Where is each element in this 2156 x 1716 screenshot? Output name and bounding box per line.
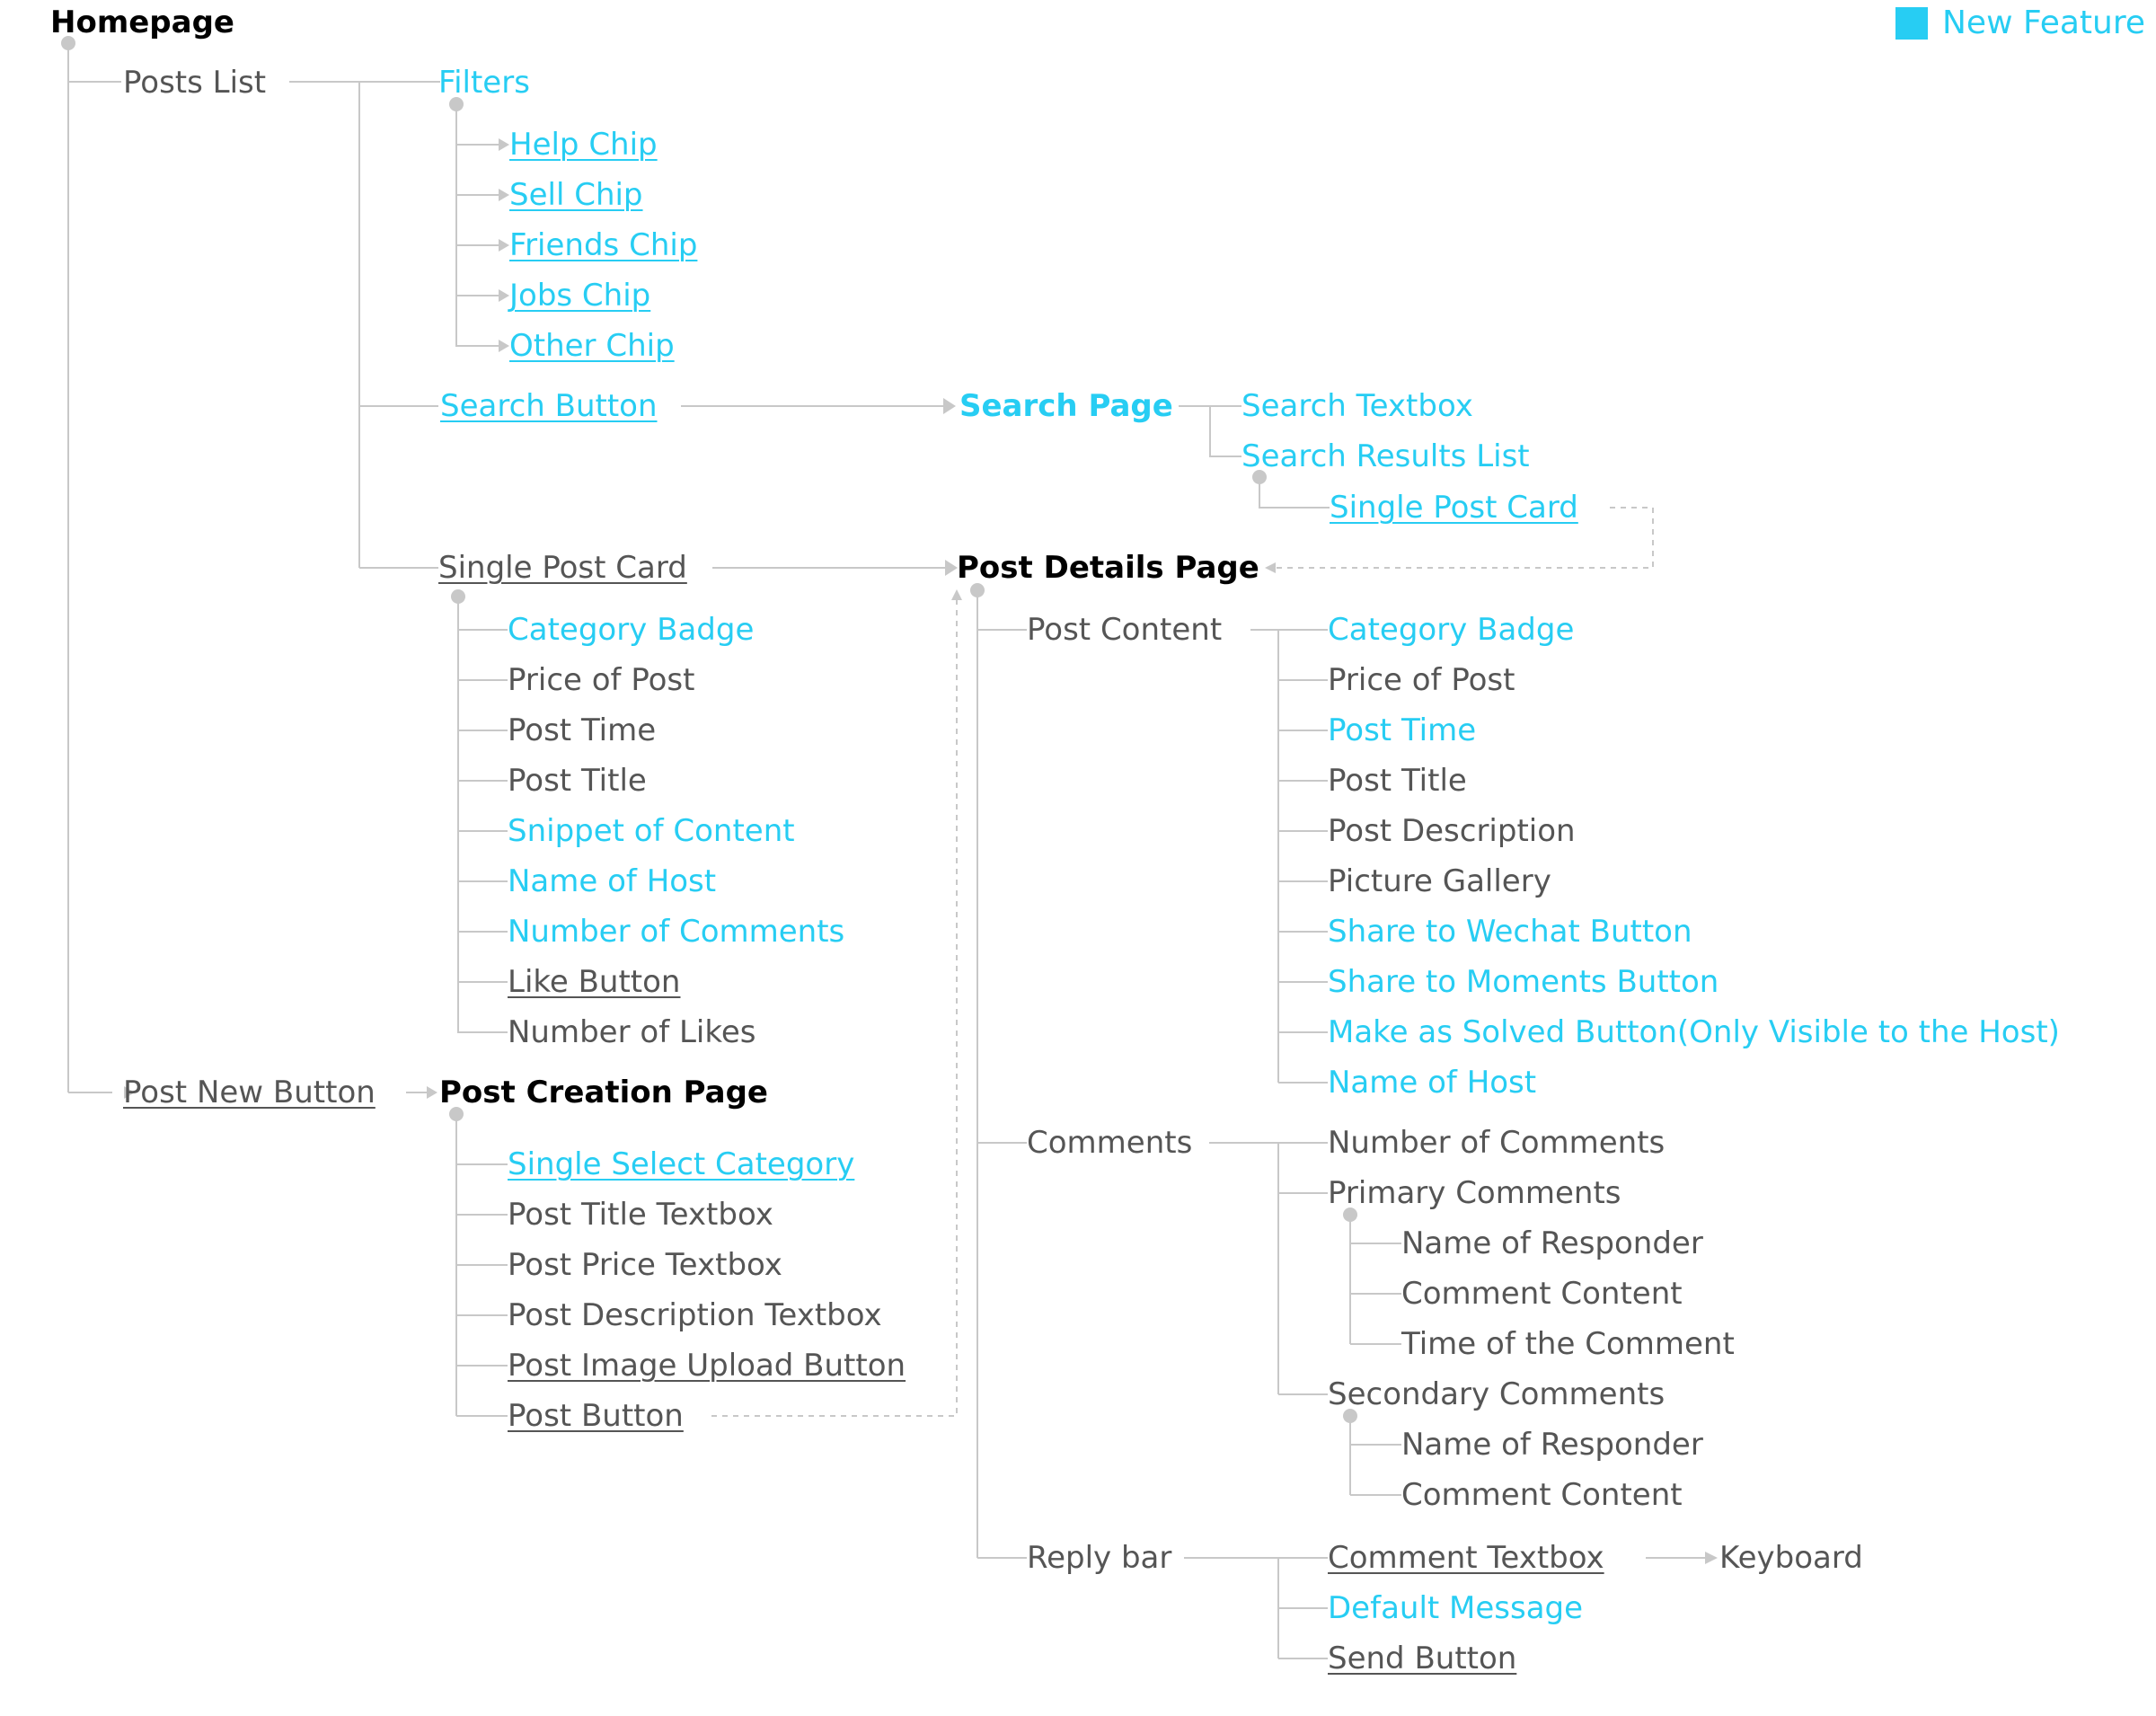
node-post-image-upload-button[interactable]: Post Image Upload Button <box>508 1348 906 1384</box>
node-share-wechat: Share to Wechat Button <box>1328 914 1692 950</box>
node-secondary-comments: Secondary Comments <box>1328 1376 1666 1412</box>
legend-label: New Feature <box>1942 4 2146 41</box>
node-search-page: Search Page <box>959 388 1173 424</box>
node-single-post-card[interactable]: Single Post Card <box>438 550 687 586</box>
node-other-chip[interactable]: Other Chip <box>509 328 675 364</box>
node-detail-post-time: Post Time <box>1328 712 1477 748</box>
node-primary-time-of-comment: Time of the Comment <box>1401 1326 1735 1362</box>
node-detail-picture-gallery: Picture Gallery <box>1328 863 1551 899</box>
node-post-details-page: Post Details Page <box>957 550 1259 586</box>
node-post-price-textbox: Post Price Textbox <box>508 1247 782 1283</box>
node-make-as-solved: Make as Solved Button(Only Visible to th… <box>1328 1014 2060 1050</box>
node-comment-textbox[interactable]: Comment Textbox <box>1328 1540 1604 1576</box>
node-card-post-time: Post Time <box>508 712 657 748</box>
node-post-new-button[interactable]: Post New Button <box>123 1075 376 1110</box>
node-homepage: Homepage <box>50 4 234 40</box>
node-card-category-badge: Category Badge <box>508 612 755 648</box>
node-single-select-category[interactable]: Single Select Category <box>508 1146 855 1182</box>
node-reply-bar: Reply bar <box>1027 1540 1172 1576</box>
node-detail-name-of-host: Name of Host <box>1328 1065 1537 1101</box>
node-post-content: Post Content <box>1027 612 1223 648</box>
node-primary-comments: Primary Comments <box>1328 1175 1621 1211</box>
node-comments: Comments <box>1027 1125 1193 1161</box>
node-detail-price-of-post: Price of Post <box>1328 662 1515 698</box>
node-search-textbox: Search Textbox <box>1241 388 1473 424</box>
node-card-price-of-post: Price of Post <box>508 662 695 698</box>
node-detail-post-title: Post Title <box>1328 763 1467 799</box>
node-secondary-name-of-responder: Name of Responder <box>1401 1427 1703 1463</box>
node-sell-chip[interactable]: Sell Chip <box>509 177 643 213</box>
node-filters: Filters <box>438 65 530 101</box>
node-secondary-comment-content: Comment Content <box>1401 1477 1683 1513</box>
node-search-single-post-card[interactable]: Single Post Card <box>1330 490 1578 526</box>
node-post-description-textbox: Post Description Textbox <box>508 1297 882 1333</box>
node-post-creation-page: Post Creation Page <box>439 1075 768 1110</box>
node-friends-chip[interactable]: Friends Chip <box>509 227 698 263</box>
node-search-results-list: Search Results List <box>1241 438 1530 474</box>
node-default-message: Default Message <box>1328 1590 1584 1626</box>
node-primary-comment-content: Comment Content <box>1401 1276 1683 1312</box>
node-post-title-textbox: Post Title Textbox <box>508 1197 773 1233</box>
node-number-of-comments: Number of Comments <box>1328 1125 1666 1161</box>
node-detail-post-description: Post Description <box>1328 813 1576 849</box>
node-primary-name-of-responder: Name of Responder <box>1401 1225 1703 1261</box>
node-keyboard: Keyboard <box>1719 1540 1863 1576</box>
node-send-button[interactable]: Send Button <box>1328 1641 1517 1676</box>
node-card-post-title: Post Title <box>508 763 647 799</box>
node-card-number-of-likes: Number of Likes <box>508 1014 756 1050</box>
legend-swatch <box>1895 7 1928 40</box>
node-card-snippet: Snippet of Content <box>508 813 795 849</box>
node-detail-category-badge: Category Badge <box>1328 612 1575 648</box>
node-posts-list: Posts List <box>123 65 267 101</box>
node-jobs-chip[interactable]: Jobs Chip <box>509 278 651 314</box>
node-post-button[interactable]: Post Button <box>508 1398 684 1434</box>
node-help-chip[interactable]: Help Chip <box>509 127 658 163</box>
node-share-moments: Share to Moments Button <box>1328 964 1719 1000</box>
node-card-like-button[interactable]: Like Button <box>508 964 681 1000</box>
node-search-button[interactable]: Search Button <box>440 388 658 424</box>
node-card-number-of-comments: Number of Comments <box>508 914 845 950</box>
node-card-name-of-host: Name of Host <box>508 863 717 899</box>
